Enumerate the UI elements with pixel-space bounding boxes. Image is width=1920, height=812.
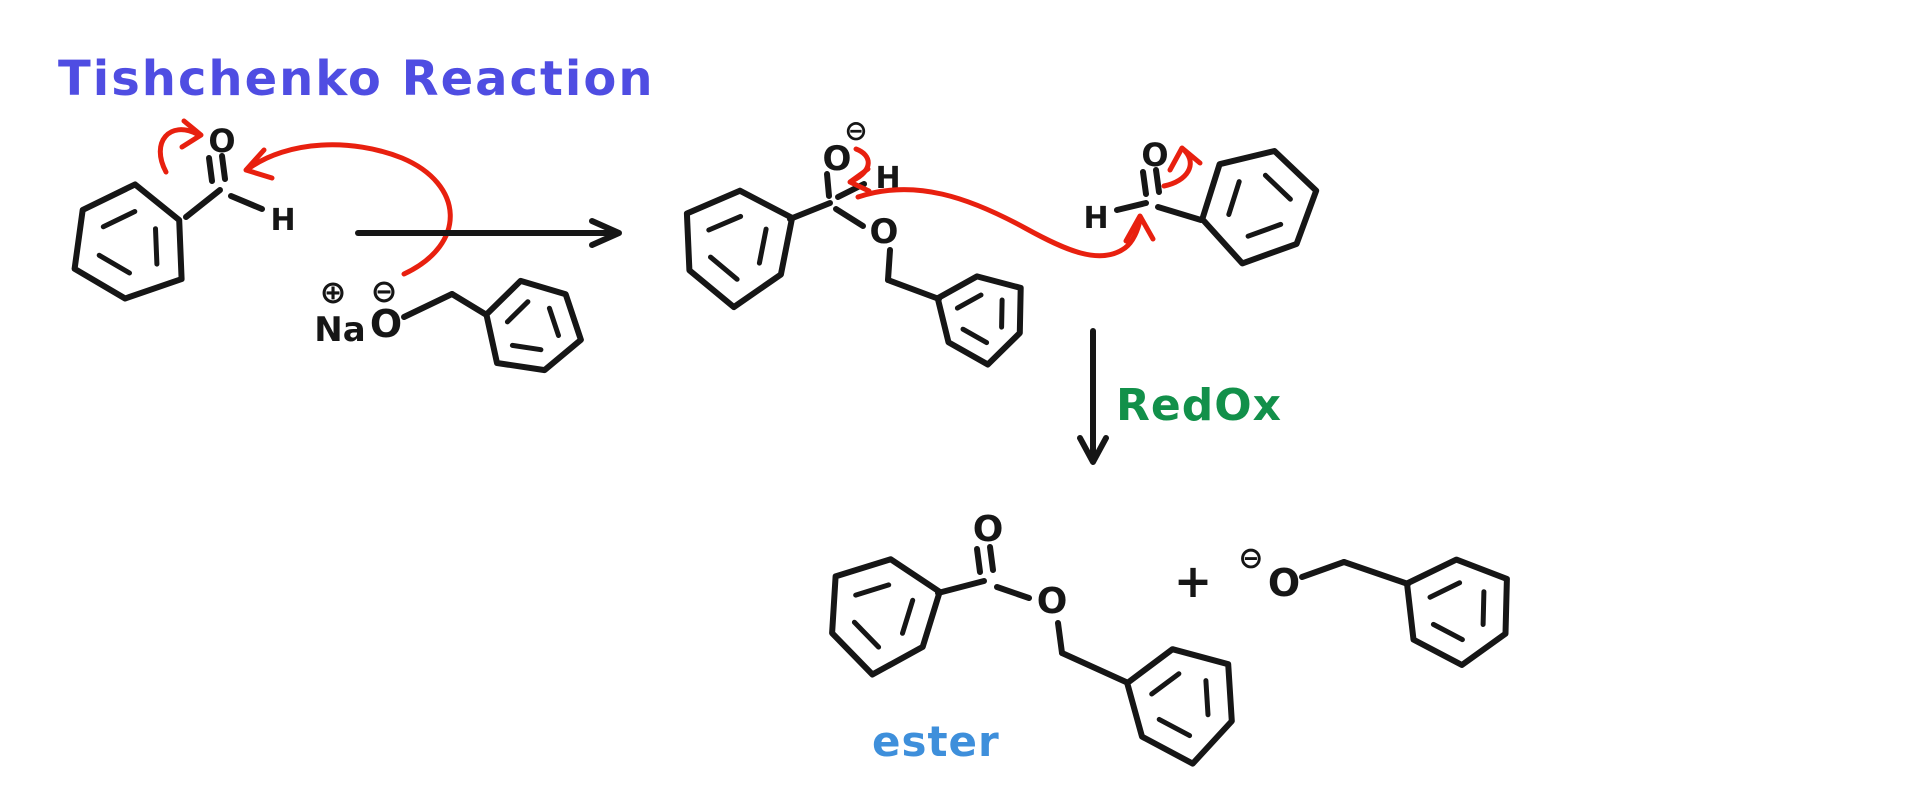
arrowhead: [1123, 213, 1156, 244]
carbonyl-double-bond: [206, 153, 228, 184]
o-ch2-bond: [401, 291, 455, 320]
ring-c-bond: [787, 200, 833, 222]
o-ch2-bond: [885, 247, 893, 283]
ring-outline: [71, 181, 185, 302]
ring-double-bonds: [1149, 671, 1211, 739]
plus-sign: +: [1174, 554, 1213, 608]
ester-caption: ester: [872, 717, 1000, 766]
minus-charge-icon: ⊖: [371, 272, 398, 310]
benzene-ring: [1199, 148, 1320, 267]
alkoxide-intermediate: O ⊖ H O: [683, 114, 1024, 368]
arrowhead: [1167, 145, 1203, 173]
ring-outline: [1124, 646, 1235, 767]
ring-outline: [829, 556, 943, 678]
ch2-ring-bond: [885, 277, 942, 302]
ring-outline: [683, 187, 796, 311]
oxygen-label: O: [1268, 561, 1300, 605]
h-c-bond: [1114, 200, 1149, 213]
arrowhead: [589, 218, 622, 248]
page-title: Tishchenko Reaction: [58, 51, 655, 107]
redox-arrow: [1077, 328, 1109, 465]
electron-arrow-carbonyl-to-o: [157, 118, 204, 175]
benzene-ring: [829, 556, 943, 678]
carbonyl-double-bond: [1140, 167, 1162, 197]
oxygen-label: O: [370, 302, 402, 346]
ch2-ring-bond: [1341, 559, 1411, 587]
benzene-ring: [71, 181, 185, 302]
redox-label: RedOx: [1116, 380, 1282, 431]
acceptor-benzaldehyde: H O: [1083, 136, 1320, 267]
electron-arrow-carbonyl2-to-o: [1161, 145, 1203, 189]
carbonyl-double-bond: [974, 544, 996, 575]
aldehyde-h-label: H: [1083, 201, 1108, 236]
minus-charge-icon: ⊖: [1238, 541, 1263, 576]
plus-charge-icon: ⊕: [320, 273, 347, 311]
c-h-bond: [228, 193, 265, 212]
c-ester-o-bond: [994, 584, 1032, 601]
arrowhead: [1077, 435, 1109, 465]
benzyl-benzoate-product: O O: [829, 509, 1235, 767]
c-ring-bond: [1155, 204, 1204, 223]
minus-charge-icon: ⊖: [844, 114, 867, 147]
electron-arrow-hydride-transfer: [855, 187, 1156, 259]
benzene-ring: [483, 277, 584, 374]
curved-arrow: [245, 142, 453, 277]
ring-double-bonds: [851, 582, 916, 650]
ring-outline: [1199, 148, 1320, 267]
ring-double-bonds: [1427, 580, 1487, 643]
o-ch2-bond: [1055, 620, 1065, 656]
benzene-ring: [1404, 556, 1510, 668]
o-ch2-bond: [1299, 559, 1347, 580]
ring-double-bonds: [954, 292, 1005, 346]
arrowhead: [847, 166, 872, 194]
ether-o-label: O: [870, 212, 899, 252]
ring-c-bond: [935, 578, 987, 596]
ch2-ring-bond: [1059, 650, 1129, 685]
reaction-arrow: [355, 218, 622, 248]
reactant-benzaldehyde: O H: [71, 122, 296, 302]
aldehyde-h-label: H: [270, 203, 295, 238]
ring-outline: [1404, 556, 1510, 668]
carbonyl-o-label: O: [973, 509, 1004, 550]
c-o-bond: [824, 171, 832, 199]
ring-double-bonds: [706, 213, 769, 282]
alkoxide-o-label: O: [823, 139, 852, 179]
benzyloxide-product: ⊖ O: [1238, 541, 1510, 668]
arrowhead: [243, 147, 275, 181]
ring-carbonyl-bond: [183, 187, 223, 220]
sodium-label: Na: [314, 310, 365, 350]
ring-double-bonds: [96, 209, 160, 276]
ring-double-bonds: [504, 299, 561, 353]
benzene-ring: [1124, 646, 1235, 767]
arrowhead: [179, 118, 204, 150]
carbonyl-o-label: O: [1141, 136, 1168, 174]
ch2-ring-bond: [449, 291, 488, 317]
electron-arrow-o-to-c: [847, 146, 872, 194]
curved-arrow: [855, 187, 1143, 259]
benzene-ring: [683, 187, 796, 311]
c-ether-o-bond: [833, 206, 866, 229]
sodium-benzyloxide: ⊕ ⊖ Na O: [314, 272, 584, 374]
ring-outline: [934, 273, 1024, 368]
carbonyl-o-label: O: [208, 122, 235, 160]
curved-arrow: [157, 127, 200, 175]
ring-double-bonds: [1226, 172, 1293, 239]
benzene-ring: [934, 273, 1024, 368]
ring-outline: [483, 277, 584, 374]
ester-o-label: O: [1037, 581, 1068, 622]
electron-arrow-alkoxide-to-carbonyl: [243, 142, 453, 277]
